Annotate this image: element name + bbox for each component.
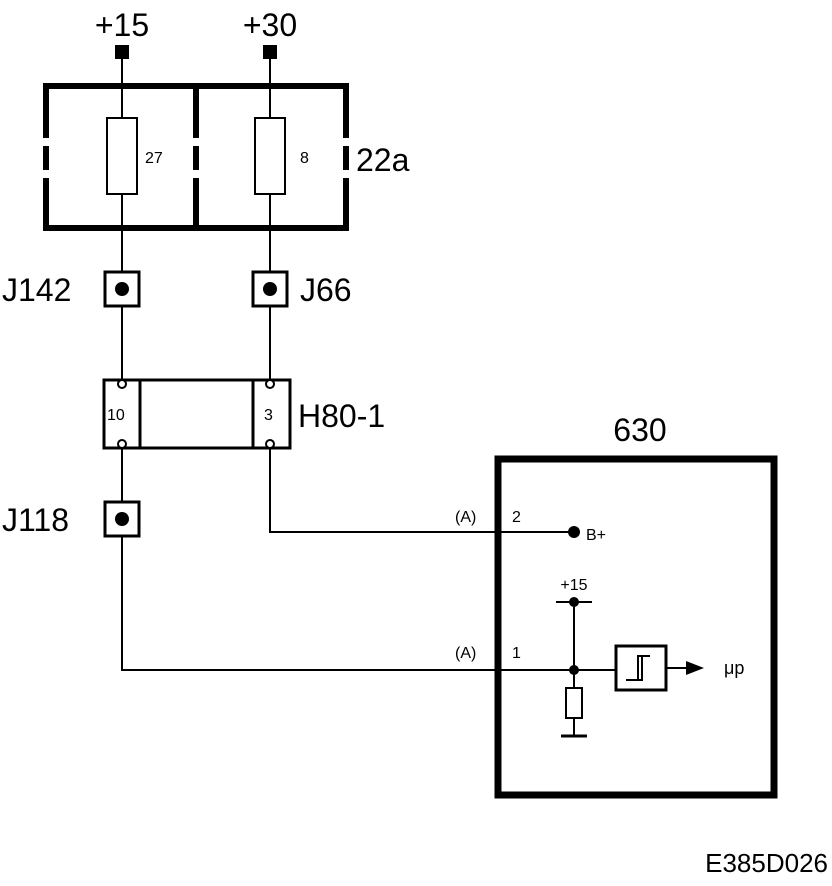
pin1-connector: (A) — [455, 645, 476, 662]
output-label: μp — [724, 658, 744, 678]
connector-h80-1 — [102, 378, 292, 450]
figure-id: E385D026 — [705, 848, 828, 878]
fuse-8 — [254, 117, 286, 195]
b-plus-label: B+ — [586, 527, 606, 544]
pin1-number: 1 — [512, 645, 521, 662]
fuse-27 — [106, 117, 138, 195]
pin2-connector: (A) — [455, 509, 476, 526]
module-630 — [494, 455, 778, 799]
output-arrow-icon — [686, 661, 704, 675]
junction-j118-label: J118 — [2, 502, 69, 538]
junction-j118-dot — [115, 512, 129, 526]
b-plus-node — [568, 526, 580, 538]
connector-pin-3: 3 — [264, 407, 273, 424]
fuse-8-label: 8 — [300, 150, 309, 167]
junction-j66-label: J66 — [300, 272, 352, 308]
terminal-label-plus15: +15 — [95, 7, 149, 43]
internal-supply-label: +15 — [560, 577, 587, 594]
terminal-label-plus30: +30 — [243, 7, 297, 43]
wire-j118-to-pin1 — [121, 536, 574, 671]
junction-j142-label: J142 — [2, 272, 71, 308]
connector-label: H80-1 — [298, 398, 385, 434]
fuse-box — [43, 83, 349, 231]
pulldown-resistor — [565, 687, 583, 719]
pin2-number: 2 — [512, 509, 521, 526]
hysteresis-symbol-inner — [634, 656, 643, 681]
module-label: 630 — [613, 412, 666, 448]
junction-j142-dot — [115, 282, 129, 296]
fuse-27-label: 27 — [145, 150, 163, 167]
connector-pin-10: 10 — [107, 407, 125, 424]
wire-pin3-to-b-plus — [269, 448, 574, 533]
hysteresis-symbol — [626, 655, 650, 681]
junction-j66-dot — [263, 282, 277, 296]
terminal-plus30 — [263, 45, 277, 59]
terminal-plus15 — [115, 45, 129, 59]
fuse-box-label: 22a — [356, 142, 410, 178]
